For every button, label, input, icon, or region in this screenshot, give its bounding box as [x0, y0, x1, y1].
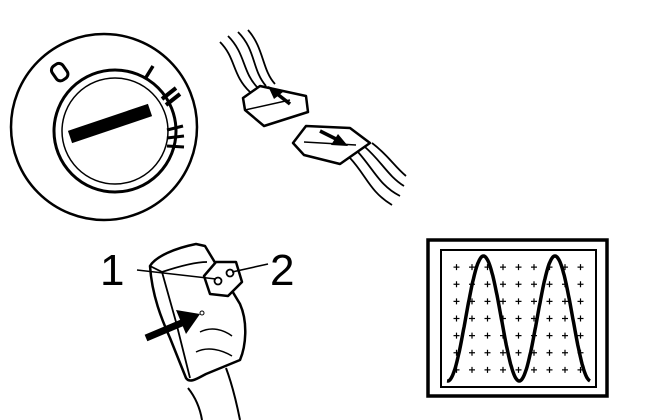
grid-plus-marker — [469, 332, 475, 339]
grid-plus-marker — [515, 281, 522, 288]
grid-plus-marker — [500, 366, 506, 373]
connector-wires-upper — [219, 29, 276, 93]
grid-plus-marker — [484, 349, 491, 356]
grid-plus-marker — [453, 315, 460, 322]
sensor-assembly: 1 2 — [100, 242, 294, 420]
grid-plus-marker — [484, 298, 491, 305]
position-3-marker — [166, 124, 185, 149]
leader-line-1 — [136, 269, 217, 280]
grid-plus-marker — [484, 281, 491, 288]
label-pin-1: 1 — [100, 246, 124, 295]
grid-plus-marker — [562, 349, 568, 356]
leader-line-2 — [231, 263, 269, 273]
switch-bezel — [52, 68, 178, 194]
grid-plus-marker — [546, 315, 553, 322]
grid-plus-marker — [562, 332, 568, 339]
grid-plus-marker — [577, 264, 584, 271]
pointer-arrow-icon — [144, 310, 205, 342]
sensor-cable — [187, 367, 241, 420]
grid-plus-marker — [484, 366, 491, 373]
grid-plus-marker — [453, 281, 460, 288]
grid-plus-marker — [515, 315, 522, 322]
grid-plus-marker — [515, 298, 522, 305]
grid-plus-marker — [562, 366, 568, 373]
grid-plus-marker — [515, 332, 522, 339]
position-1-marker — [143, 65, 155, 80]
grid-plus-marker — [546, 298, 553, 305]
grid-plus-marker — [453, 332, 460, 339]
grid-plus-marker — [577, 281, 584, 288]
ignition-switch — [9, 32, 199, 222]
key-icon — [67, 103, 153, 144]
grid-plus-marker — [515, 366, 522, 373]
grid-plus-marker — [469, 366, 475, 373]
sensor-connector-head — [202, 260, 244, 298]
grid-plus-marker — [577, 332, 584, 339]
position-0-marker — [49, 61, 70, 83]
grid-plus-marker — [531, 298, 537, 305]
label-pin-2: 2 — [270, 246, 294, 295]
grid-plus-marker — [515, 349, 522, 356]
grid-plus-marker — [531, 366, 537, 373]
grid-plus-marker — [453, 298, 460, 305]
arrow-down-icon — [319, 129, 348, 146]
sine-waveform — [446, 254, 591, 383]
grid-plus-marker — [562, 298, 568, 305]
grid-plus-marker — [484, 315, 491, 322]
grid-plus-marker — [546, 332, 553, 339]
oscilloscope — [426, 238, 609, 398]
pin-1 — [213, 276, 223, 286]
grid-plus-marker — [577, 298, 584, 305]
pin-2 — [225, 268, 235, 278]
grid-plus-marker — [546, 349, 553, 356]
grid-plus-marker — [469, 349, 475, 356]
grid-plus-marker — [469, 315, 475, 322]
wiring-connector — [219, 29, 407, 206]
grid-plus-marker — [500, 298, 506, 305]
switch-position-markers — [49, 61, 185, 149]
grid-plus-marker — [562, 315, 568, 322]
grid-plus-marker — [531, 264, 537, 271]
grid-plus-marker — [500, 281, 506, 288]
connector-wires-lower — [349, 142, 407, 206]
grid-plus-marker — [484, 332, 491, 339]
oscilloscope-grid — [453, 264, 584, 373]
grid-plus-marker — [546, 281, 553, 288]
arrow-up-icon — [268, 86, 292, 106]
grid-plus-marker — [500, 264, 506, 271]
grid-plus-marker — [500, 349, 506, 356]
grid-plus-marker — [469, 264, 475, 271]
position-2-marker — [160, 86, 182, 107]
connector-plug-upper — [241, 84, 310, 128]
grid-plus-marker — [577, 315, 584, 322]
grid-plus-marker — [515, 264, 522, 271]
grid-plus-marker — [546, 366, 553, 373]
grid-plus-marker — [531, 281, 537, 288]
grid-plus-marker — [453, 264, 460, 271]
